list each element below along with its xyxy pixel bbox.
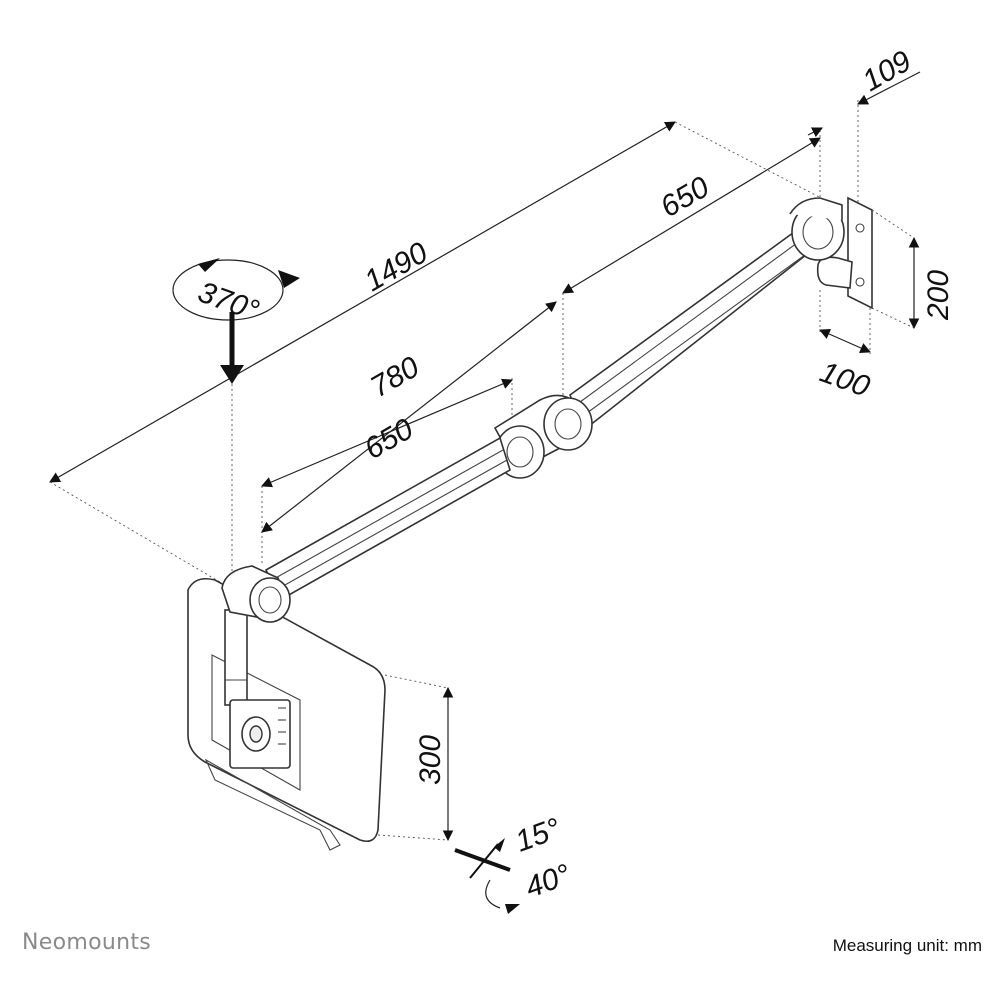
- dimension-wall-plate-width: 100: [816, 290, 875, 404]
- measuring-unit-note: Measuring unit: mm: [832, 936, 982, 955]
- elbow-joint: [493, 394, 593, 479]
- label-200: 200: [922, 270, 955, 321]
- label-650-outer: 650: [655, 170, 715, 224]
- tilt-indicator: 15° 40°: [454, 812, 575, 914]
- label-1490: 1490: [359, 236, 434, 298]
- pole-assembly: [221, 565, 291, 769]
- dimension-height-adjust: 300: [377, 674, 454, 842]
- label-780: 780: [365, 350, 425, 404]
- dimension-wall-plate-height: 200: [871, 209, 955, 330]
- label-300: 300: [414, 735, 447, 785]
- label-15: 15°: [511, 812, 565, 859]
- inner-arm: [264, 436, 511, 602]
- label-109: 109: [857, 44, 917, 98]
- brand-logo: Neomounts: [22, 930, 152, 955]
- label-40: 40°: [521, 858, 575, 905]
- outer-arm: [569, 197, 845, 432]
- dimension-wall-offset: 109: [807, 44, 921, 205]
- label-100: 100: [816, 356, 875, 404]
- label-650-inner: 650: [359, 412, 419, 466]
- rotation-indicator: 370°: [172, 258, 300, 575]
